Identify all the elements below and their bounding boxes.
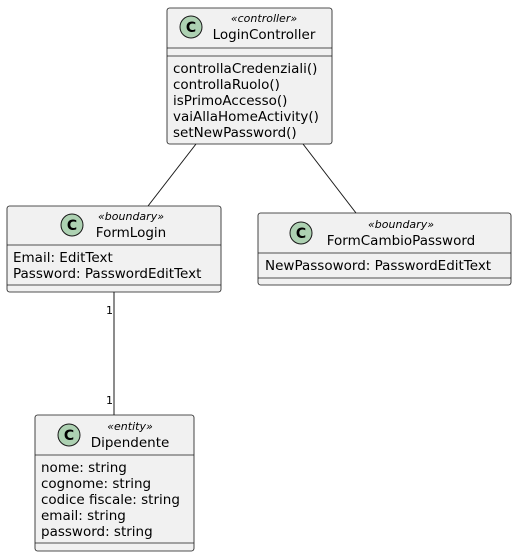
class-attribute: NewPassoword: PasswordEditText bbox=[265, 258, 491, 274]
class-stereotype: «controller» bbox=[231, 12, 298, 25]
class-stereotype: «boundary» bbox=[368, 218, 434, 231]
class-dipendente: C «entity» Dipendente nome: string cogno… bbox=[34, 414, 195, 552]
class-icon bbox=[179, 15, 203, 39]
class-icon bbox=[57, 423, 81, 447]
multiplicity-formlogin: 1 bbox=[106, 304, 113, 317]
class-attribute: email: string bbox=[41, 508, 126, 524]
class-method: setNewPassword() bbox=[173, 125, 297, 141]
class-attribute: Password: PasswordEditText bbox=[13, 266, 201, 282]
class-form-login: C «boundary» FormLogin Email: EditText P… bbox=[6, 205, 222, 293]
class-icon-letter: C bbox=[67, 218, 77, 234]
edge-controller-formcambiopassword bbox=[302, 143, 357, 214]
class-name: LoginController bbox=[213, 27, 316, 43]
class-attribute: password: string bbox=[41, 524, 153, 540]
class-form-cambio-password: C «boundary» FormCambioPassword NewPasso… bbox=[257, 212, 512, 286]
class-name: FormCambioPassword bbox=[327, 233, 476, 249]
class-name: Dipendente bbox=[91, 435, 170, 451]
class-method: vaiAllaHomeActivity() bbox=[173, 109, 319, 125]
class-attribute: cognome: string bbox=[41, 476, 151, 492]
multiplicity-dipendente: 1 bbox=[106, 394, 113, 407]
edge-controller-formlogin bbox=[147, 143, 197, 207]
class-icon-letter: C bbox=[64, 428, 74, 444]
class-icon-letter: C bbox=[186, 20, 196, 36]
class-method: controllaRuolo() bbox=[173, 77, 280, 93]
class-attribute: Email: EditText bbox=[13, 250, 113, 266]
class-icon bbox=[289, 221, 313, 245]
class-login-controller: C «controller» LoginController controlla… bbox=[166, 7, 333, 145]
class-method: controllaCredenziali() bbox=[173, 61, 317, 77]
class-method: isPrimoAccesso() bbox=[173, 93, 287, 109]
class-name: FormLogin bbox=[96, 225, 166, 241]
class-stereotype: «entity» bbox=[107, 420, 153, 433]
class-attribute: codice fiscale: string bbox=[41, 492, 180, 508]
class-icon-letter: C bbox=[296, 226, 306, 242]
class-attribute: nome: string bbox=[41, 460, 127, 476]
class-icon bbox=[60, 213, 84, 237]
class-stereotype: «boundary» bbox=[98, 210, 164, 223]
